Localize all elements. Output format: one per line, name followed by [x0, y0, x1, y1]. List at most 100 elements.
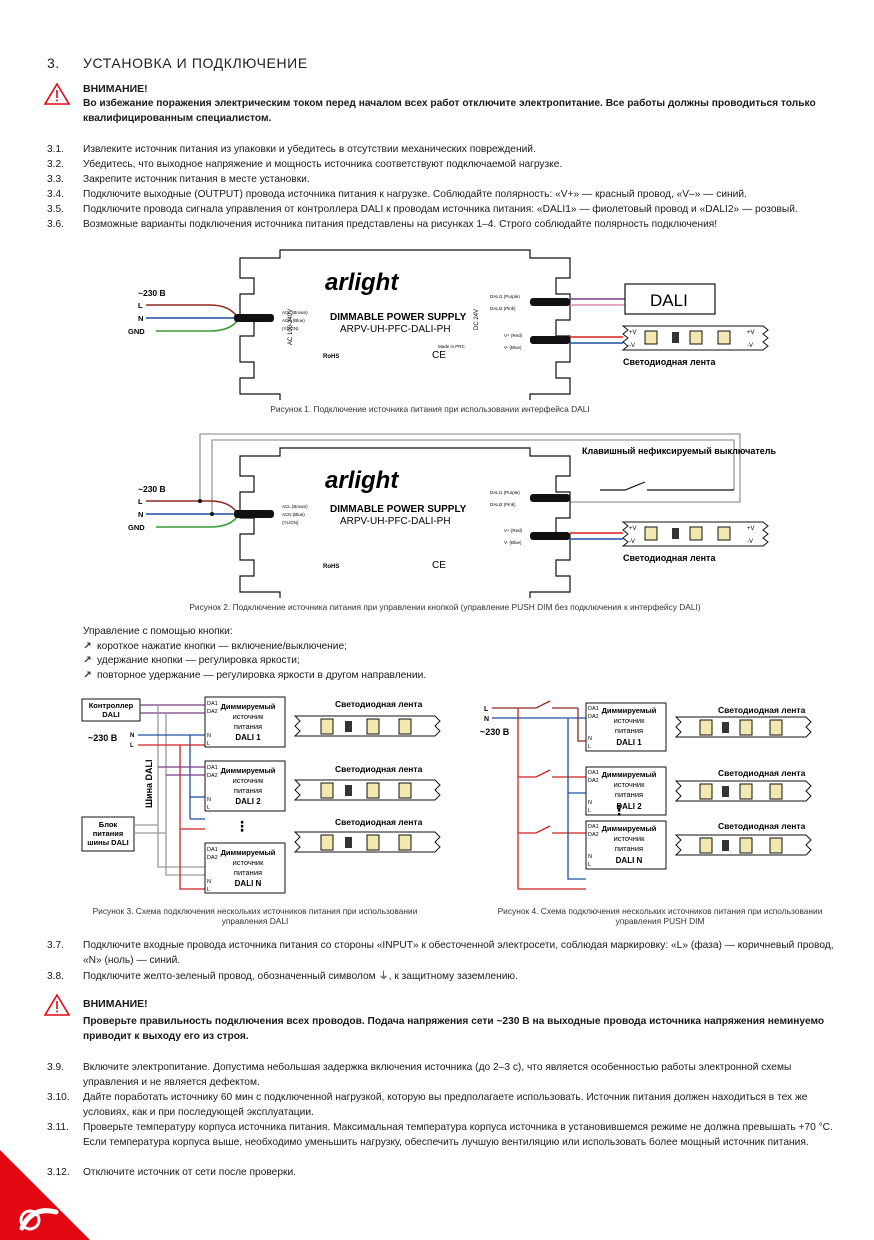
svg-text:Диммируемый: Диммируемый — [221, 702, 276, 711]
device-name: DIMMABLE POWER SUPPLY — [330, 312, 467, 323]
mains-voltage: ~230 В — [480, 727, 510, 737]
svg-text:L: L — [207, 805, 210, 811]
svg-text:N: N — [588, 800, 592, 806]
step-text: Дайте поработать источнику 60 мин с подк… — [83, 1092, 808, 1118]
step-number: 3.8. — [47, 971, 64, 982]
svg-text:⋮: ⋮ — [612, 802, 626, 818]
figure-3-strips — [293, 715, 441, 853]
step-text: Проверьте температуру корпуса источника … — [83, 1122, 833, 1148]
svg-text:шины DALI: шины DALI — [87, 838, 128, 847]
figure-1-diagram: arlight DIMMABLE POWER SUPPLY ARPV-UH-PF… — [128, 249, 769, 400]
svg-text:N: N — [207, 733, 211, 739]
vplus-label: V+ (Red) — [504, 528, 523, 533]
svg-text:Светодиодная лента: Светодиодная лента — [335, 817, 423, 827]
svg-text:источник: источник — [233, 712, 265, 721]
svg-text:N: N — [484, 716, 489, 723]
switch-wire — [199, 433, 741, 503]
step-number: 3.5. — [47, 204, 64, 215]
svg-text:DA1: DA1 — [588, 706, 599, 712]
mains-voltage: ~230 В — [88, 733, 118, 743]
led-strip-group: Светодиодная лента Светодиодная лента Св… — [335, 699, 423, 827]
switch-symbol — [600, 481, 734, 491]
svg-text:питания: питания — [234, 868, 262, 877]
acn-label: ACN (Blue) — [282, 318, 305, 323]
svg-text:источник: источник — [614, 716, 646, 725]
acl-label: ACL (Brown) — [282, 310, 308, 315]
warning-text: Во избежание поражения электрическим ток… — [83, 98, 816, 124]
svg-text:питания: питания — [234, 722, 262, 731]
brand-logo: arlight — [325, 269, 399, 296]
step-text: Закрепите источник питания в месте устан… — [83, 174, 310, 185]
warning-icon — [44, 83, 70, 105]
mains-voltage: ~230 В — [138, 288, 166, 298]
svg-text:Светодиодная лента: Светодиодная лента — [335, 699, 423, 709]
list-item: повторное удержание — регулировка яркост… — [97, 669, 427, 681]
svg-text:Светодиодная лента: Светодиодная лента — [718, 821, 806, 831]
vplus-label: V+ (Red) — [504, 333, 523, 338]
step-number: 3.1. — [47, 144, 64, 155]
section-title: 3.УСТАНОВКА И ПОДКЛЮЧЕНИЕ — [47, 55, 308, 71]
svg-text:L: L — [207, 887, 210, 893]
made-in: Made in PRC — [438, 344, 466, 349]
svg-text:питания: питания — [93, 829, 124, 838]
svg-text:питания: питания — [615, 790, 643, 799]
svg-text:N: N — [588, 736, 592, 742]
wire-L: L — [138, 301, 143, 310]
rohs-mark: RoHS — [323, 354, 339, 360]
svg-text:DALI: DALI — [102, 710, 120, 719]
dali-box-label: DALI — [650, 291, 688, 310]
ce-mark: CE — [432, 350, 446, 361]
brand-logo: arlight — [325, 467, 399, 494]
step-text: Включите электропитание. Допустима небол… — [83, 1062, 792, 1088]
svg-text:DA1: DA1 — [588, 770, 599, 776]
step-text: Убедитесь, что выходное напряжение и мощ… — [83, 159, 563, 170]
svg-text:+V: +V — [747, 526, 755, 532]
svg-text:+V: +V — [629, 330, 637, 336]
button-control: Управление с помощью кнопки: ↗короткое н… — [83, 625, 426, 683]
vminus-label: V- (Blue) — [504, 540, 522, 545]
gnd-label: (YL/GN) — [282, 326, 299, 331]
device-name: DIMMABLE POWER SUPPLY — [330, 504, 467, 515]
figure-2-diagram: arlight DIMMABLE POWER SUPPLY ARPV-UH-PF… — [128, 433, 776, 598]
svg-text:Диммируемый: Диммируемый — [602, 706, 657, 715]
svg-text:DALI N: DALI N — [235, 879, 262, 888]
svg-text:DA2: DA2 — [588, 714, 599, 720]
led-strip: +V-V +V-V — [621, 521, 769, 547]
step-number: 3.6. — [47, 219, 64, 230]
led-strip — [293, 715, 441, 737]
warning-text: Проверьте правильность подключения всех … — [83, 1016, 825, 1042]
svg-text:Диммируемый: Диммируемый — [602, 824, 657, 833]
svg-text:-V: -V — [747, 343, 753, 349]
svg-text:DALI 1: DALI 1 — [616, 738, 642, 747]
device-model: ARPV-UH-PFC-DALI-PH — [340, 324, 451, 335]
input-voltage: AC 100-240V — [288, 309, 294, 345]
led-strip — [674, 716, 812, 738]
svg-text:источник: источник — [614, 834, 646, 843]
cable-sleeve — [530, 298, 570, 306]
figure-2-caption: Рисунок 2. Подключение источника питания… — [189, 602, 701, 612]
dali2-label: DALI2 (Pink) — [490, 306, 516, 311]
controller-label: Контроллер — [89, 701, 134, 710]
svg-text:Диммируемый: Диммируемый — [221, 848, 276, 857]
svg-text:DA2: DA2 — [207, 709, 218, 715]
device-model: ARPV-UH-PFC-DALI-PH — [340, 516, 451, 527]
svg-text:DA2: DA2 — [207, 773, 218, 779]
list-item: удержание кнопки — регулировка яркости; — [97, 655, 300, 666]
arrow-icon: ↗ — [83, 655, 92, 666]
led-strip — [674, 834, 812, 856]
step-number: 3.9. — [47, 1062, 64, 1073]
svg-text:DA2: DA2 — [588, 778, 599, 784]
svg-text:питания: питания — [615, 726, 643, 735]
svg-text:DA2: DA2 — [588, 832, 599, 838]
dali1-label: DALI1 (Purple) — [490, 490, 520, 495]
svg-text:-V: -V — [629, 539, 635, 545]
svg-text:+V: +V — [629, 526, 637, 532]
svg-text:N: N — [207, 797, 211, 803]
vminus-label: V- (Blue) — [504, 345, 522, 350]
svg-text:N: N — [207, 879, 211, 885]
svg-text:+V: +V — [747, 330, 755, 336]
